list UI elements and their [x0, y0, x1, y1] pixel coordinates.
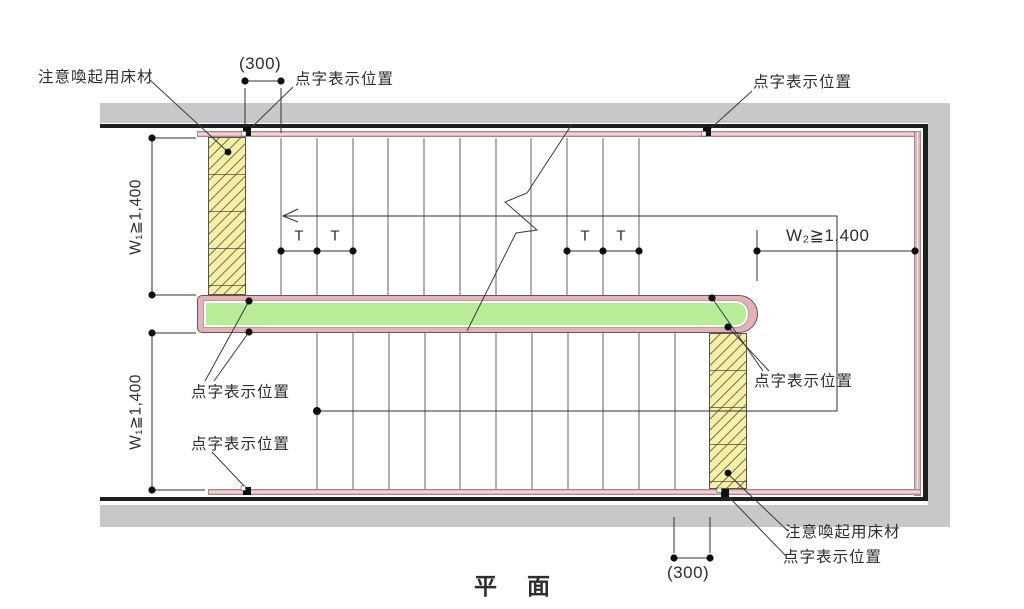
- dimension-tread-right: [563, 247, 643, 255]
- braille-sign-top-left: [243, 127, 251, 136]
- tread-label-3: T: [580, 227, 590, 245]
- dimension-w1-lower: [148, 329, 205, 494]
- braille-label-lower-left: 点字表示位置: [191, 436, 291, 453]
- dimension-300-top: [241, 77, 285, 133]
- warning-floor-label-bottom: 注意喚起用床材: [785, 524, 901, 541]
- warning-floor-label-top: 注意喚起用床材: [38, 69, 154, 86]
- direction-start-dot: [313, 407, 321, 415]
- dim-300-top-label: (300): [239, 54, 282, 73]
- dimension-w1-upper: [148, 134, 196, 299]
- braille-sign-bottom-right: [721, 489, 729, 497]
- center-handrail-wall: [197, 295, 758, 333]
- handrail-bottom: [208, 489, 921, 495]
- dim-w1-upper-label: W₁≧1,400: [127, 179, 145, 255]
- drawing-title: 平面: [474, 573, 580, 599]
- wall-inner-line-top: [100, 124, 928, 128]
- braille-label-top-right: 点字表示位置: [753, 74, 853, 91]
- wall-top: [100, 103, 950, 123]
- braille-label-mid-left: 点字表示位置: [191, 384, 291, 401]
- braille-sign-bottom-left: [243, 487, 251, 495]
- direction-arrow-icon: [281, 208, 299, 223]
- stair-direction-line: [281, 208, 838, 415]
- tread-label-4: T: [616, 227, 626, 245]
- dim-300-bottom-label: (300): [667, 563, 710, 582]
- stair-tread-lines-upper-flight: [280, 138, 640, 295]
- dimension-w2: [753, 230, 919, 281]
- wall-inner-line-right: [923, 124, 928, 501]
- tread-label-2: T: [330, 227, 340, 245]
- braille-label-top-left: 点字表示位置: [295, 71, 395, 88]
- dimension-300-bottom: [670, 517, 714, 562]
- wall-right: [928, 103, 950, 527]
- handrail-right: [914, 131, 921, 496]
- dim-w2-label: W₂≧1,400: [786, 226, 870, 245]
- wall-bottom: [100, 505, 950, 527]
- braille-sign-marks: [240, 127, 729, 497]
- tactile-warning-floor-upper: [208, 137, 246, 295]
- dim-w1-lower-label: W₁≧1,400: [127, 374, 145, 450]
- dimension-tread-left: [277, 247, 357, 255]
- wall-inner-line-bottom: [100, 497, 928, 501]
- leader-lines: [149, 79, 789, 557]
- break-line: [466, 123, 573, 332]
- braille-sign-top-right: [703, 127, 711, 136]
- braille-label-bottom-right: 点字表示位置: [783, 549, 883, 566]
- braille-label-mid-right: 点字表示位置: [754, 373, 854, 390]
- tread-label-1: T: [294, 227, 304, 245]
